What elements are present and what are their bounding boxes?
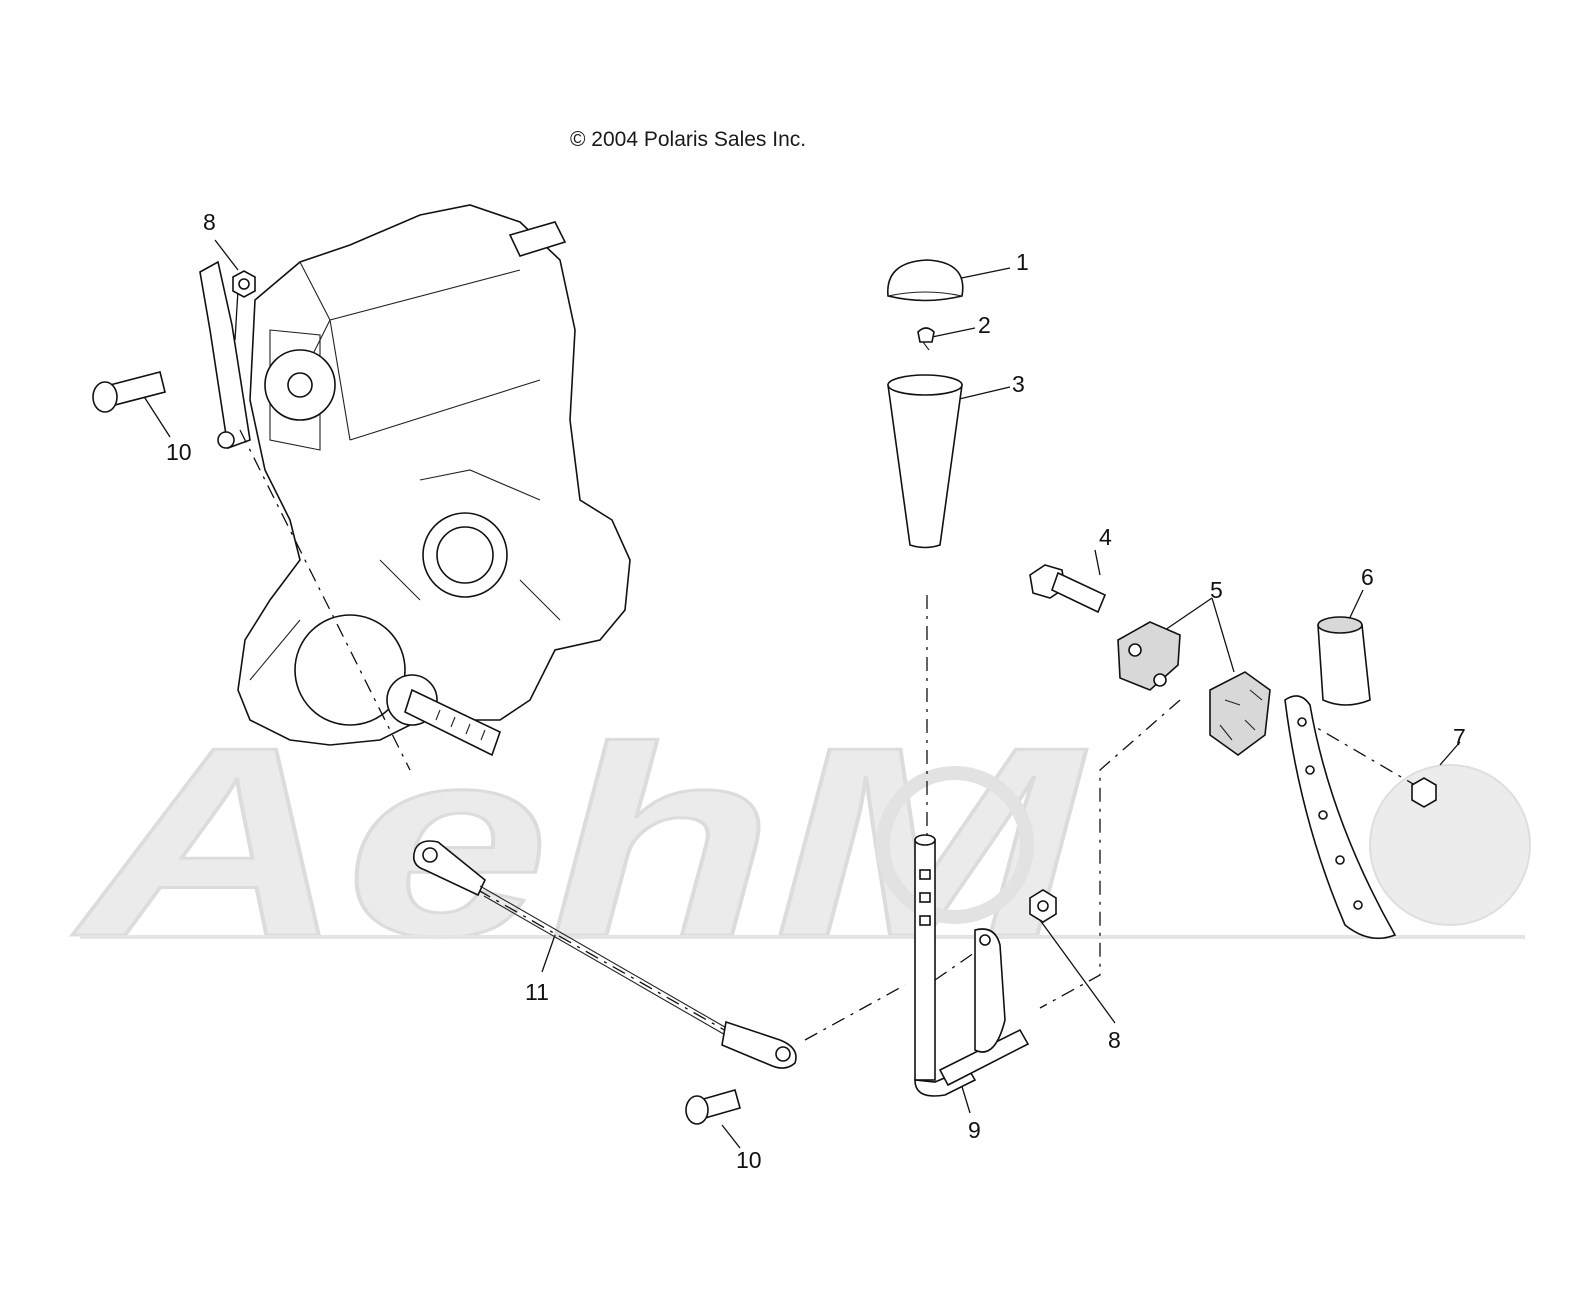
knob-cap-1 <box>887 259 964 302</box>
bushing-5 <box>1117 621 1271 756</box>
callout-7: 7 <box>1453 724 1466 750</box>
callout-11: 11 <box>525 979 549 1005</box>
nut-8-right <box>1029 889 1057 923</box>
callout-labels: 1 2 3 4 5 6 7 8 8 9 10 10 11 <box>166 209 1466 1173</box>
nut-8-top <box>232 270 256 298</box>
callout-5: 5 <box>1210 577 1223 603</box>
copyright-notice: © 2004 Polaris Sales Inc. <box>570 128 807 151</box>
callout-8-right: 8 <box>1108 1027 1121 1053</box>
callout-8-top: 8 <box>203 209 216 235</box>
shift-lever-9 <box>914 834 1030 1097</box>
callout-10-bottom: 10 <box>736 1147 762 1173</box>
callout-6: 6 <box>1361 564 1374 590</box>
knob-sleeve-3 <box>887 374 963 549</box>
grip-6 <box>1317 616 1371 706</box>
callout-4: 4 <box>1099 524 1112 550</box>
watermark-wheel-icon <box>876 766 1034 924</box>
bolt-4 <box>1029 564 1107 614</box>
nut-7 <box>1411 777 1437 808</box>
bolt-10-top <box>92 371 166 413</box>
screw-2 <box>917 327 935 351</box>
bolt-10-bottom <box>685 1089 741 1125</box>
linkage-rod-11 <box>412 840 797 1069</box>
watermark-wheel-icon <box>1369 764 1531 926</box>
transmission-housing <box>199 204 631 757</box>
callout-2: 2 <box>978 312 991 338</box>
callout-10-top: 10 <box>166 439 192 465</box>
callout-9: 9 <box>968 1117 981 1143</box>
callout-3: 3 <box>1012 371 1025 397</box>
callout-1: 1 <box>1016 249 1029 275</box>
mounting-bracket <box>1284 695 1397 940</box>
